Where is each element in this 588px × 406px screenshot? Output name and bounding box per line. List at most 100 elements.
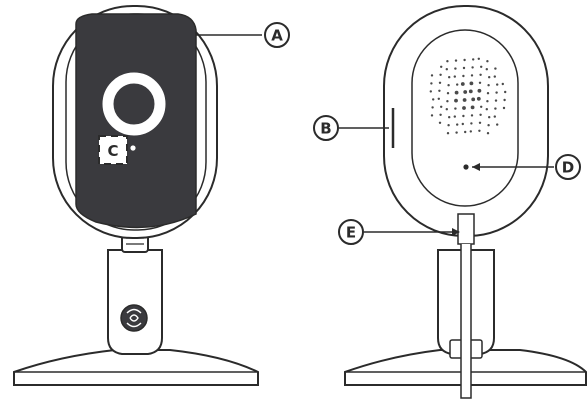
back-inner-panel <box>411 29 519 207</box>
speaker-hole <box>430 74 434 77</box>
speaker-hole <box>454 90 459 95</box>
speaker-hole <box>431 106 434 109</box>
callout-e: E <box>338 219 460 245</box>
speaker-hole <box>454 59 458 62</box>
ge-monogram-icon <box>120 304 148 332</box>
speaker-hole <box>471 97 476 102</box>
callout-b-label: B <box>320 120 331 138</box>
callout-d-arrowhead <box>472 163 480 171</box>
speaker-hole <box>455 131 458 134</box>
speaker-hole <box>438 121 442 125</box>
callout-a-label: A <box>271 27 283 45</box>
speaker-hole <box>440 65 443 69</box>
speaker-hole <box>447 124 450 127</box>
front-base <box>13 349 259 386</box>
callout-a-badge <box>264 22 290 48</box>
back-mic-hole <box>463 164 469 170</box>
speaker-hole <box>438 89 441 93</box>
speaker-hole <box>447 84 450 87</box>
speaker-hole <box>487 124 490 127</box>
callout-e-label: E <box>346 224 356 242</box>
speaker-hole <box>453 75 456 78</box>
speaker-hole <box>494 99 498 102</box>
speaker-hole <box>486 100 489 103</box>
callout-e-arrowhead <box>452 228 460 236</box>
speaker-hole <box>438 81 442 85</box>
front-view <box>13 5 259 386</box>
speaker-hole <box>445 68 448 71</box>
speaker-hole <box>439 73 442 77</box>
speaker-hole <box>469 130 472 133</box>
speaker-hole <box>463 58 466 62</box>
speaker-hole <box>440 105 443 109</box>
speaker-hole <box>486 92 490 95</box>
speaker-hole <box>432 98 435 101</box>
speaker-hole <box>453 115 456 118</box>
speaker-hole <box>460 82 465 86</box>
speaker-hole <box>448 116 451 119</box>
callout-a: A <box>196 22 290 48</box>
callout-d: D <box>472 154 581 180</box>
speaker-hole <box>472 58 475 61</box>
speaker-hole <box>454 98 458 103</box>
speaker-hole <box>479 73 482 77</box>
speaker-hole <box>486 60 489 63</box>
speaker-hole <box>429 90 432 93</box>
speaker-hole <box>480 105 483 109</box>
speaker-hole <box>469 81 474 86</box>
speaker-hole <box>462 74 465 78</box>
callout-c-bracket <box>98 135 128 165</box>
speaker-hole <box>476 96 481 101</box>
speaker-hole <box>494 67 497 70</box>
speaker-hole <box>456 83 459 86</box>
speaker-hole <box>446 132 450 135</box>
speaker-hole <box>468 89 473 94</box>
speaker-hole <box>470 114 474 117</box>
speaker-hole <box>495 91 498 94</box>
speaker-hole <box>478 121 482 125</box>
speaker-hole <box>437 97 440 101</box>
speaker-hole <box>480 65 483 69</box>
speaker-hole <box>479 113 482 117</box>
callout-b-badge <box>313 115 339 141</box>
speaker-hole <box>445 108 448 111</box>
speaker-hole <box>477 88 482 93</box>
speaker-hole <box>462 98 467 102</box>
speaker-hole <box>454 107 457 110</box>
front-lens-ring <box>102 72 166 136</box>
speaker-hole <box>446 92 450 95</box>
speaker-hole <box>477 57 480 60</box>
speaker-grille <box>429 57 507 135</box>
speaker-hole <box>478 81 482 85</box>
callout-c-label: C <box>107 142 118 160</box>
speaker-hole <box>496 83 499 86</box>
callout-e-badge <box>338 219 364 245</box>
speaker-hole <box>494 107 497 110</box>
speaker-hole <box>485 108 488 111</box>
speaker-hole <box>462 114 465 118</box>
callout-d-label: D <box>562 159 574 177</box>
front-dark-face <box>75 13 197 229</box>
speaker-hole <box>430 82 433 85</box>
speaker-hole <box>463 90 468 94</box>
speaker-hole <box>446 60 449 63</box>
speaker-hole <box>462 66 466 70</box>
speaker-hole <box>504 90 507 94</box>
speaker-hole <box>503 98 506 102</box>
speaker-hole <box>502 106 506 110</box>
front-stand <box>107 249 163 355</box>
speaker-hole <box>493 115 496 118</box>
speaker-hole <box>488 116 491 119</box>
front-indicator-dot <box>130 145 136 151</box>
speaker-hole <box>470 122 473 125</box>
back-cable <box>460 244 472 399</box>
callout-d-badge <box>555 154 581 180</box>
speaker-hole <box>464 130 467 134</box>
speaker-hole <box>488 76 491 79</box>
speaker-hole <box>430 114 434 117</box>
speaker-hole <box>470 74 474 77</box>
back-view <box>344 5 587 399</box>
speaker-hole <box>496 123 499 126</box>
speaker-hole <box>454 67 457 70</box>
